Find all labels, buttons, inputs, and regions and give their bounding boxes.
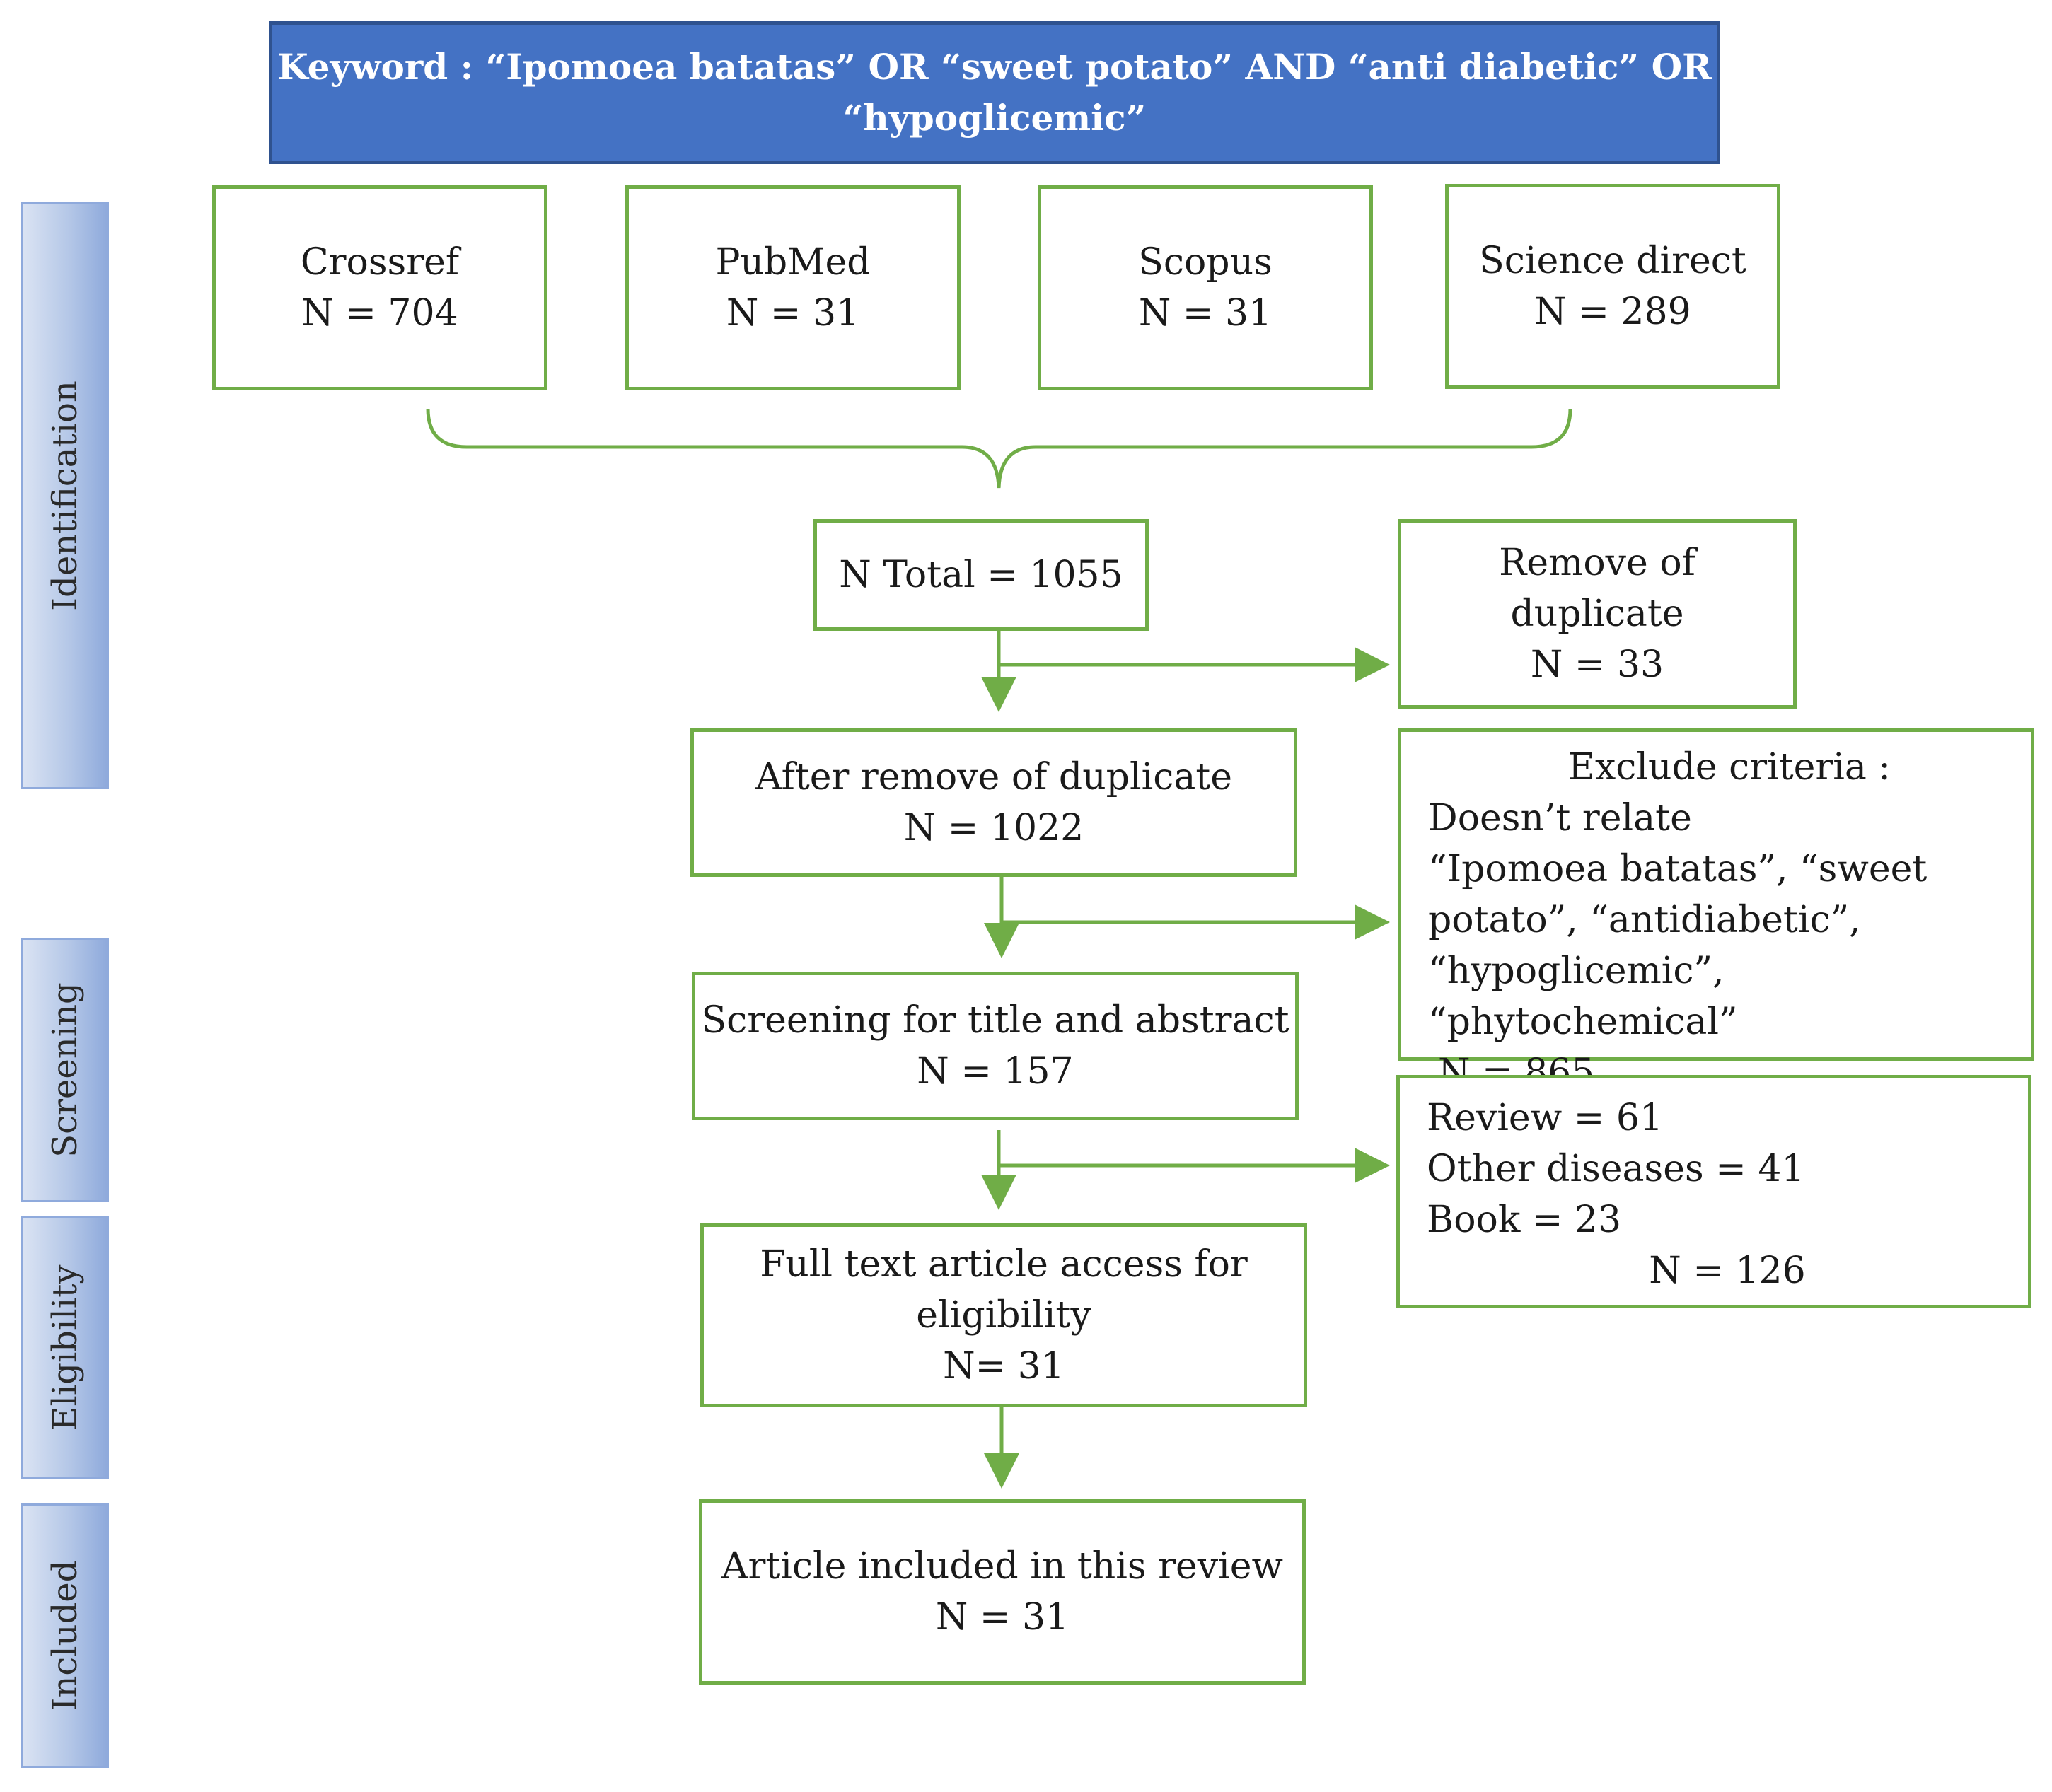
- duplicates-count: N = 33: [1530, 644, 1664, 686]
- fulltext-box: Full text article access for eligibility…: [700, 1223, 1307, 1407]
- stage-included: Included: [21, 1503, 109, 1768]
- excluded-book: Book = 23: [1427, 1199, 1622, 1241]
- fulltext-line-1: Full text article access for: [760, 1243, 1248, 1286]
- screening-label: Screening for title and abstract: [701, 999, 1289, 1042]
- after-duplicate-count: N = 1022: [903, 807, 1084, 849]
- exclude-line-4: “hypoglicemic”, “phytochemical”: [1428, 950, 1738, 1043]
- duplicates-line-1: Remove of: [1499, 542, 1695, 584]
- source-count: N = 289: [1534, 291, 1691, 333]
- after-duplicate-label: After remove of duplicate: [755, 756, 1233, 798]
- source-name: Crossref: [300, 241, 460, 284]
- keyword-line-1: Keyword : “Ipomoea batatas” OR “sweet po…: [277, 46, 1712, 88]
- screening-count: N = 157: [917, 1050, 1074, 1093]
- stage-screening: Screening: [21, 938, 109, 1202]
- source-crossref: Crossref N = 704: [212, 185, 547, 390]
- keyword-line-2: “hypoglicemic”: [842, 97, 1147, 139]
- stage-identification: Identification: [21, 202, 109, 789]
- source-pubmed: PubMed N = 31: [625, 185, 961, 390]
- excluded-review: Review = 61: [1427, 1097, 1664, 1139]
- exclude-line-1: Doesn’t relate: [1428, 797, 1692, 839]
- total-label: N Total = 1055: [839, 554, 1123, 596]
- source-name: Scopus: [1138, 241, 1273, 284]
- total-box: N Total = 1055: [813, 519, 1149, 631]
- included-label: Article included in this review: [721, 1545, 1284, 1588]
- merge-brace: [426, 408, 1572, 489]
- after-duplicate-box: After remove of duplicate N = 1022: [690, 728, 1297, 877]
- source-scopus: Scopus N = 31: [1038, 185, 1373, 390]
- excluded-types-box: Review = 61 Other diseases = 41 Book = 2…: [1396, 1075, 2031, 1308]
- fulltext-count: N= 31: [943, 1345, 1065, 1387]
- source-count: N = 31: [726, 292, 860, 334]
- source-name: PubMed: [715, 241, 871, 284]
- source-count: N = 31: [1138, 292, 1273, 334]
- excluded-count: N = 126: [1649, 1250, 1806, 1292]
- source-name: Science direct: [1479, 240, 1746, 282]
- fulltext-line-2: eligibility: [916, 1294, 1091, 1337]
- screening-box: Screening for title and abstract N = 157: [692, 972, 1299, 1120]
- source-count: N = 704: [301, 292, 458, 334]
- included-count: N = 31: [935, 1596, 1070, 1639]
- included-box: Article included in this review N = 31: [699, 1499, 1306, 1685]
- excluded-other-diseases: Other diseases = 41: [1427, 1148, 1805, 1190]
- stage-eligibility: Eligibility: [21, 1216, 109, 1479]
- duplicates-box: Remove of duplicate N = 33: [1398, 519, 1797, 709]
- exclude-title: Exclude criteria :: [1568, 746, 1891, 789]
- exclude-criteria-box: Exclude criteria : Doesn’t relate “Ipomo…: [1398, 728, 2034, 1094]
- source-science-direct: Science direct N = 289: [1445, 184, 1780, 389]
- duplicates-line-2: duplicate: [1510, 593, 1684, 635]
- exclude-line-3: potato”, “antidiabetic”,: [1428, 899, 1861, 941]
- keyword-box: Keyword : “Ipomoea batatas” OR “sweet po…: [269, 21, 1720, 164]
- exclude-line-2: “Ipomoea batatas”, “sweet: [1428, 848, 1928, 890]
